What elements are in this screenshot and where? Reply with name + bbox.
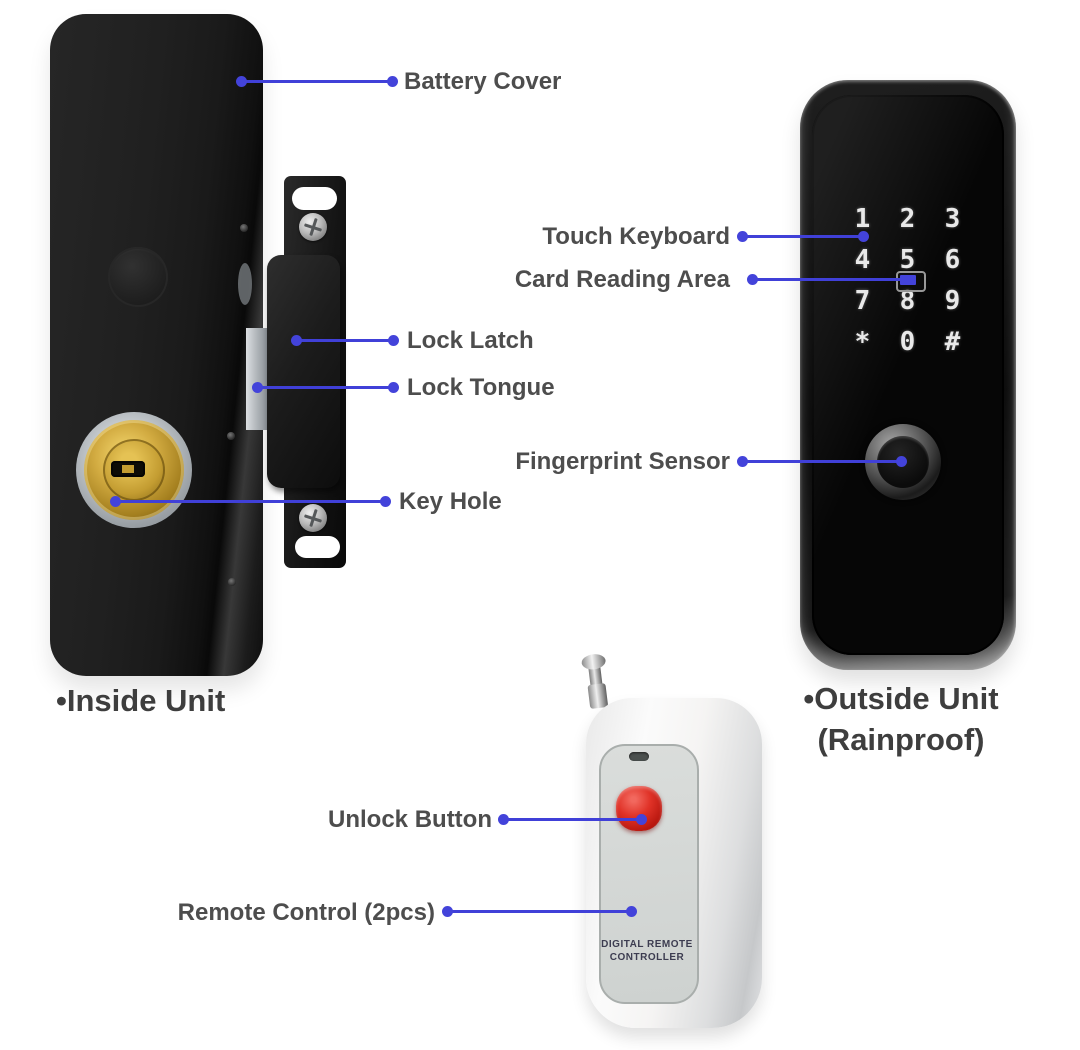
label-fingerprint-sensor: Fingerprint Sensor — [515, 448, 730, 475]
side-screw-icon — [240, 224, 248, 232]
label-key-hole: Key Hole — [399, 488, 502, 515]
leader-unlock-button — [498, 814, 647, 825]
leader-battery-cover — [236, 76, 398, 87]
keypad-key-3: 3 — [944, 203, 961, 234]
leader-card-reading-area — [747, 274, 902, 285]
inside-unit-side-cutout — [238, 263, 252, 305]
remote-front-panel — [599, 744, 699, 1004]
leader-lock-latch — [291, 335, 399, 346]
label-battery-cover: Battery Cover — [404, 68, 562, 95]
outside-unit-face — [812, 95, 1004, 655]
keyhole-slot — [111, 461, 145, 477]
leader-touch-keyboard — [737, 231, 869, 242]
leader-key-hole — [110, 496, 391, 507]
antenna-knob — [580, 652, 607, 671]
keypad-key-2: 2 — [899, 203, 916, 234]
keypad-key-7: 7 — [854, 285, 871, 316]
plate-slot-bottom — [295, 536, 340, 558]
side-screw-icon — [227, 432, 235, 440]
label-unlock-button: Unlock Button — [328, 806, 492, 833]
label-touch-keyboard: Touch Keyboard — [542, 223, 730, 250]
label-remote-control: Remote Control (2pcs) — [177, 899, 435, 926]
card-reading-marker — [900, 275, 916, 285]
lock-tongue-part — [246, 328, 268, 430]
leader-fingerprint-sensor — [737, 456, 907, 467]
keypad-key-9: 9 — [944, 285, 961, 316]
caption-outside-unit: •Outside Unit — [803, 681, 999, 716]
caption-inside-unit: •Inside Unit — [56, 683, 226, 718]
screw-icon — [299, 504, 327, 532]
label-lock-tongue: Lock Tongue — [407, 374, 555, 401]
keypad-key-5: 5 — [899, 244, 916, 275]
leader-remote-control — [442, 906, 637, 917]
screw-icon — [299, 213, 327, 241]
touch-keypad: 1 2 3 4 5 6 7 8 9 * 0 # — [840, 198, 975, 362]
keypad-key-6: 6 — [944, 244, 961, 275]
lock-latch-part — [267, 255, 340, 488]
keypad-key-star: * — [854, 326, 871, 357]
label-card-reading-area: Card Reading Area — [514, 266, 730, 293]
remote-brand-line2: CONTROLLER — [609, 952, 685, 963]
remote-brand-line1: DIGITAL REMOTE — [601, 939, 693, 950]
keypad-key-4: 4 — [854, 244, 871, 275]
remote-led-indicator — [629, 752, 649, 761]
inside-unit-round-button — [108, 247, 168, 307]
keypad-key-0: 0 — [899, 326, 916, 357]
caption-outside-unit-rainproof: (Rainproof) — [817, 722, 985, 757]
plate-slot-top — [292, 187, 337, 210]
keypad-key-8: 8 — [899, 285, 916, 316]
leader-lock-tongue — [252, 382, 399, 393]
keypad-key-1: 1 — [854, 203, 871, 234]
inside-unit-body — [50, 14, 263, 676]
remote-brand-text: DIGITAL REMOTE CONTROLLER — [599, 938, 695, 964]
keypad-key-hash: # — [944, 326, 961, 357]
remote-antenna — [580, 652, 613, 710]
label-lock-latch: Lock Latch — [407, 327, 534, 354]
side-screw-icon — [228, 578, 236, 586]
